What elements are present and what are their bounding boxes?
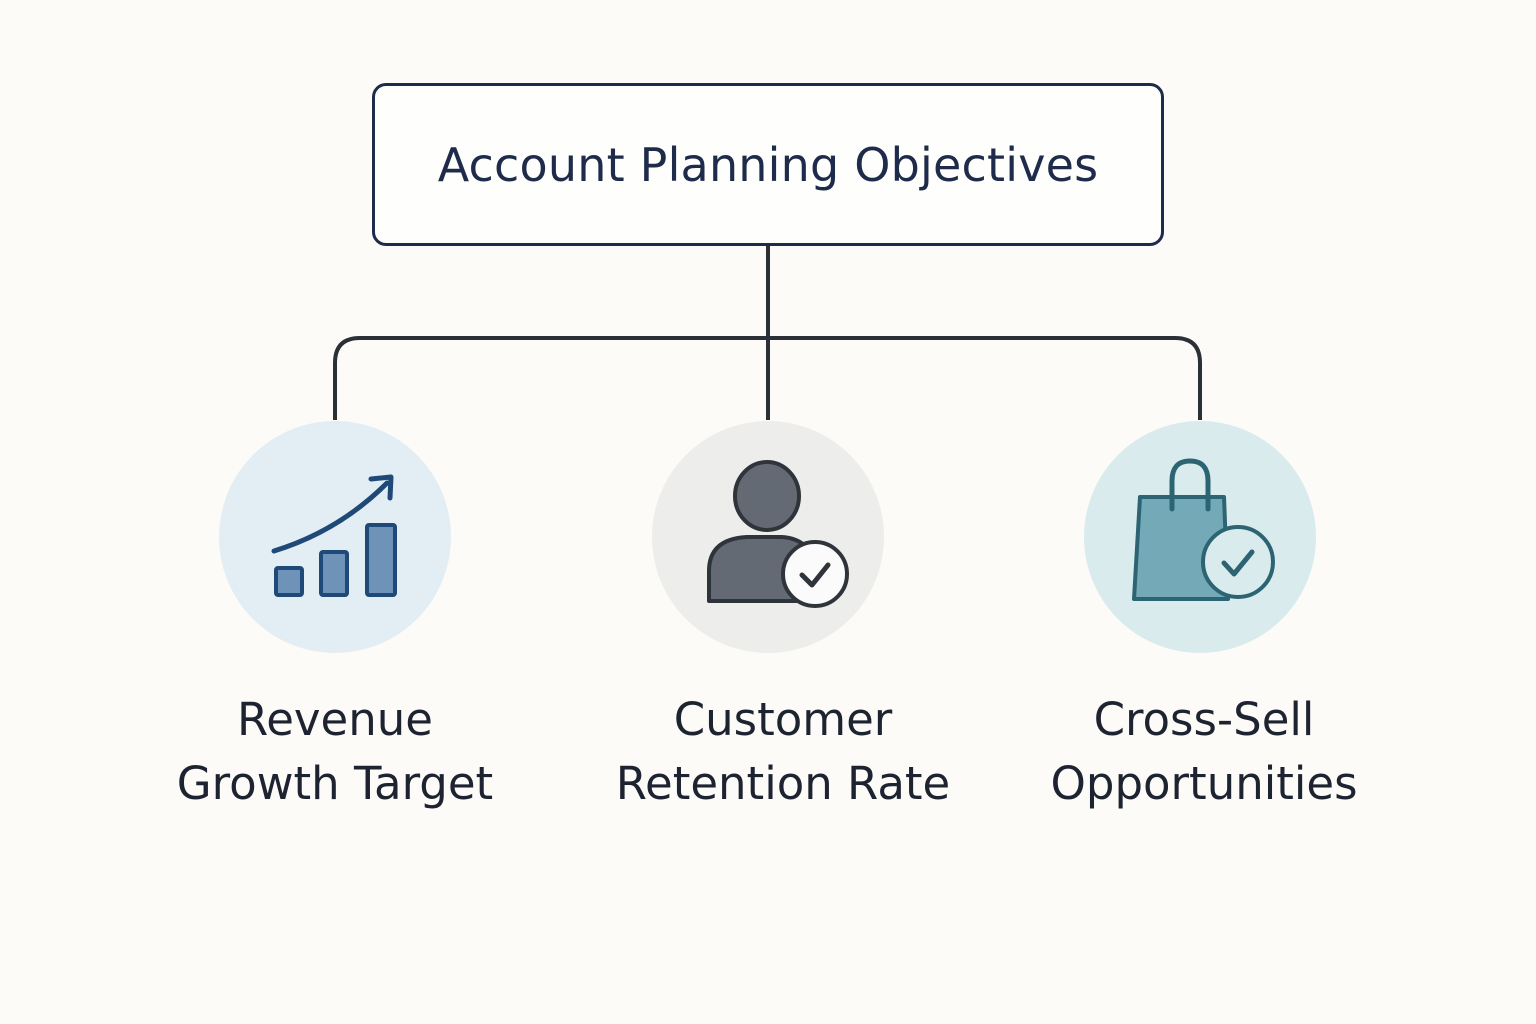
label-line: Retention Rate	[615, 757, 951, 810]
root-node: Account Planning Objectives	[372, 83, 1164, 246]
cross-sell-icon-circle	[1084, 421, 1316, 653]
label-line: Revenue	[237, 693, 433, 746]
label-line: Customer	[673, 693, 893, 746]
label-line: Growth Target	[176, 757, 494, 810]
shopping-bag-check-icon	[1132, 458, 1275, 601]
objective-label-cross-sell: Cross-Sell Opportunities	[984, 688, 1424, 816]
objective-label-revenue: Revenue Growth Target	[115, 688, 555, 816]
label-line: Cross-Sell	[1093, 693, 1315, 746]
label-line: Opportunities	[1050, 757, 1358, 810]
root-title: Account Planning Objectives	[437, 137, 1099, 192]
user-check-icon	[707, 460, 849, 608]
objective-label-customer: Customer Retention Rate	[563, 688, 1003, 816]
customer-icon-circle	[652, 421, 884, 653]
bar-chart-growth-icon	[271, 474, 397, 597]
revenue-icon-circle	[219, 421, 451, 653]
